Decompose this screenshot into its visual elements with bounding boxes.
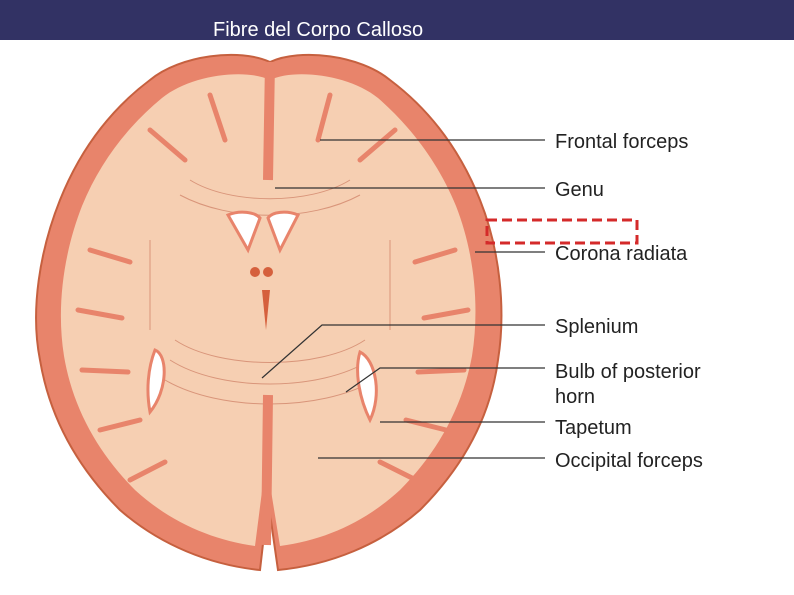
white-matter: [60, 74, 476, 546]
anterior-horn-left: [225, 210, 262, 254]
longitudinal-fissure: [261, 61, 275, 546]
labels: Frontal forceps Genu Corona radiata Sple…: [555, 131, 703, 472]
leader-lines: [261, 139, 545, 459]
fornix-dot-right: [263, 267, 273, 277]
label-corona-radiata: Corona radiata: [555, 243, 688, 265]
leader-splenium: [261, 324, 545, 379]
gyri-folds: [75, 92, 471, 483]
label-bulb-line2: horn: [555, 386, 595, 408]
label-tapetum: Tapetum: [555, 417, 632, 439]
posterior-horn-left: [146, 348, 166, 416]
septum: [262, 290, 270, 330]
label-bulb-line1: Bulb of posterior: [555, 361, 701, 383]
brain-section: [35, 53, 503, 572]
fornix-dot-left: [250, 267, 260, 277]
leader-bulb: [345, 367, 545, 393]
label-occipital-forceps: Occipital forceps: [555, 450, 703, 472]
label-splenium: Splenium: [555, 316, 638, 338]
label-frontal-forceps: Frontal forceps: [555, 131, 688, 153]
title-bar: [0, 0, 794, 40]
label-genu: Genu: [555, 179, 604, 201]
anterior-horn-right: [266, 210, 301, 254]
highlight-box: [485, 218, 639, 245]
posterior-horn-right: [356, 349, 378, 424]
slide-title: Fibre del Corpo Calloso: [213, 19, 424, 41]
